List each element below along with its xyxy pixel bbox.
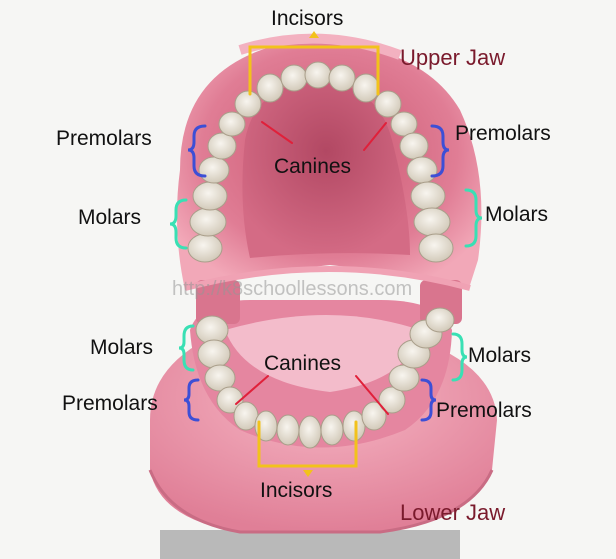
lower-tooth (426, 308, 454, 332)
upper-incisors-label: Incisors (271, 8, 343, 29)
upper-tooth (188, 234, 222, 262)
upper-jaw-label: Upper Jaw (400, 47, 505, 69)
lower-premolars-right-label: Premolars (436, 400, 532, 421)
lower-incisors-label: Incisors (260, 480, 332, 501)
lower-canines-label: Canines (264, 353, 341, 374)
upper-tooth (257, 74, 283, 102)
lower-molars-left-label: Molars (90, 337, 153, 358)
lower-tooth (198, 340, 230, 368)
upper-tooth (407, 157, 437, 183)
lower-molars-right-label: Molars (468, 345, 531, 366)
upper-tooth (208, 133, 236, 159)
model-stand (160, 530, 460, 559)
upper-tooth (391, 112, 417, 136)
lower-tooth (277, 415, 299, 445)
upper-tooth (199, 157, 229, 183)
lower-tooth (234, 402, 258, 430)
watermark-text: http://k8schoollessons.com (172, 279, 412, 299)
upper-premolars-right-label: Premolars (455, 123, 551, 144)
lower-premolars-left-label: Premolars (62, 393, 158, 414)
upper-tooth (400, 133, 428, 159)
upper-tooth (235, 91, 261, 117)
upper-tooth (305, 62, 331, 88)
upper-premolars-left-label: Premolars (56, 128, 152, 149)
upper-tooth (353, 74, 379, 102)
lower-tooth (299, 416, 321, 448)
upper-tooth (190, 208, 226, 236)
upper-tooth (419, 234, 453, 262)
upper-tooth (281, 65, 307, 91)
upper-tooth (414, 208, 450, 236)
upper-molars-right-label: Molars (485, 204, 548, 225)
upper-molars-left-label: Molars (78, 207, 141, 228)
upper-canines-label: Canines (274, 156, 351, 177)
upper-tooth (411, 182, 445, 210)
lower-jaw-label: Lower Jaw (400, 502, 505, 524)
upper-tooth (329, 65, 355, 91)
lower-tooth (321, 415, 343, 445)
lower-tooth (389, 365, 419, 391)
upper-tooth (193, 182, 227, 210)
